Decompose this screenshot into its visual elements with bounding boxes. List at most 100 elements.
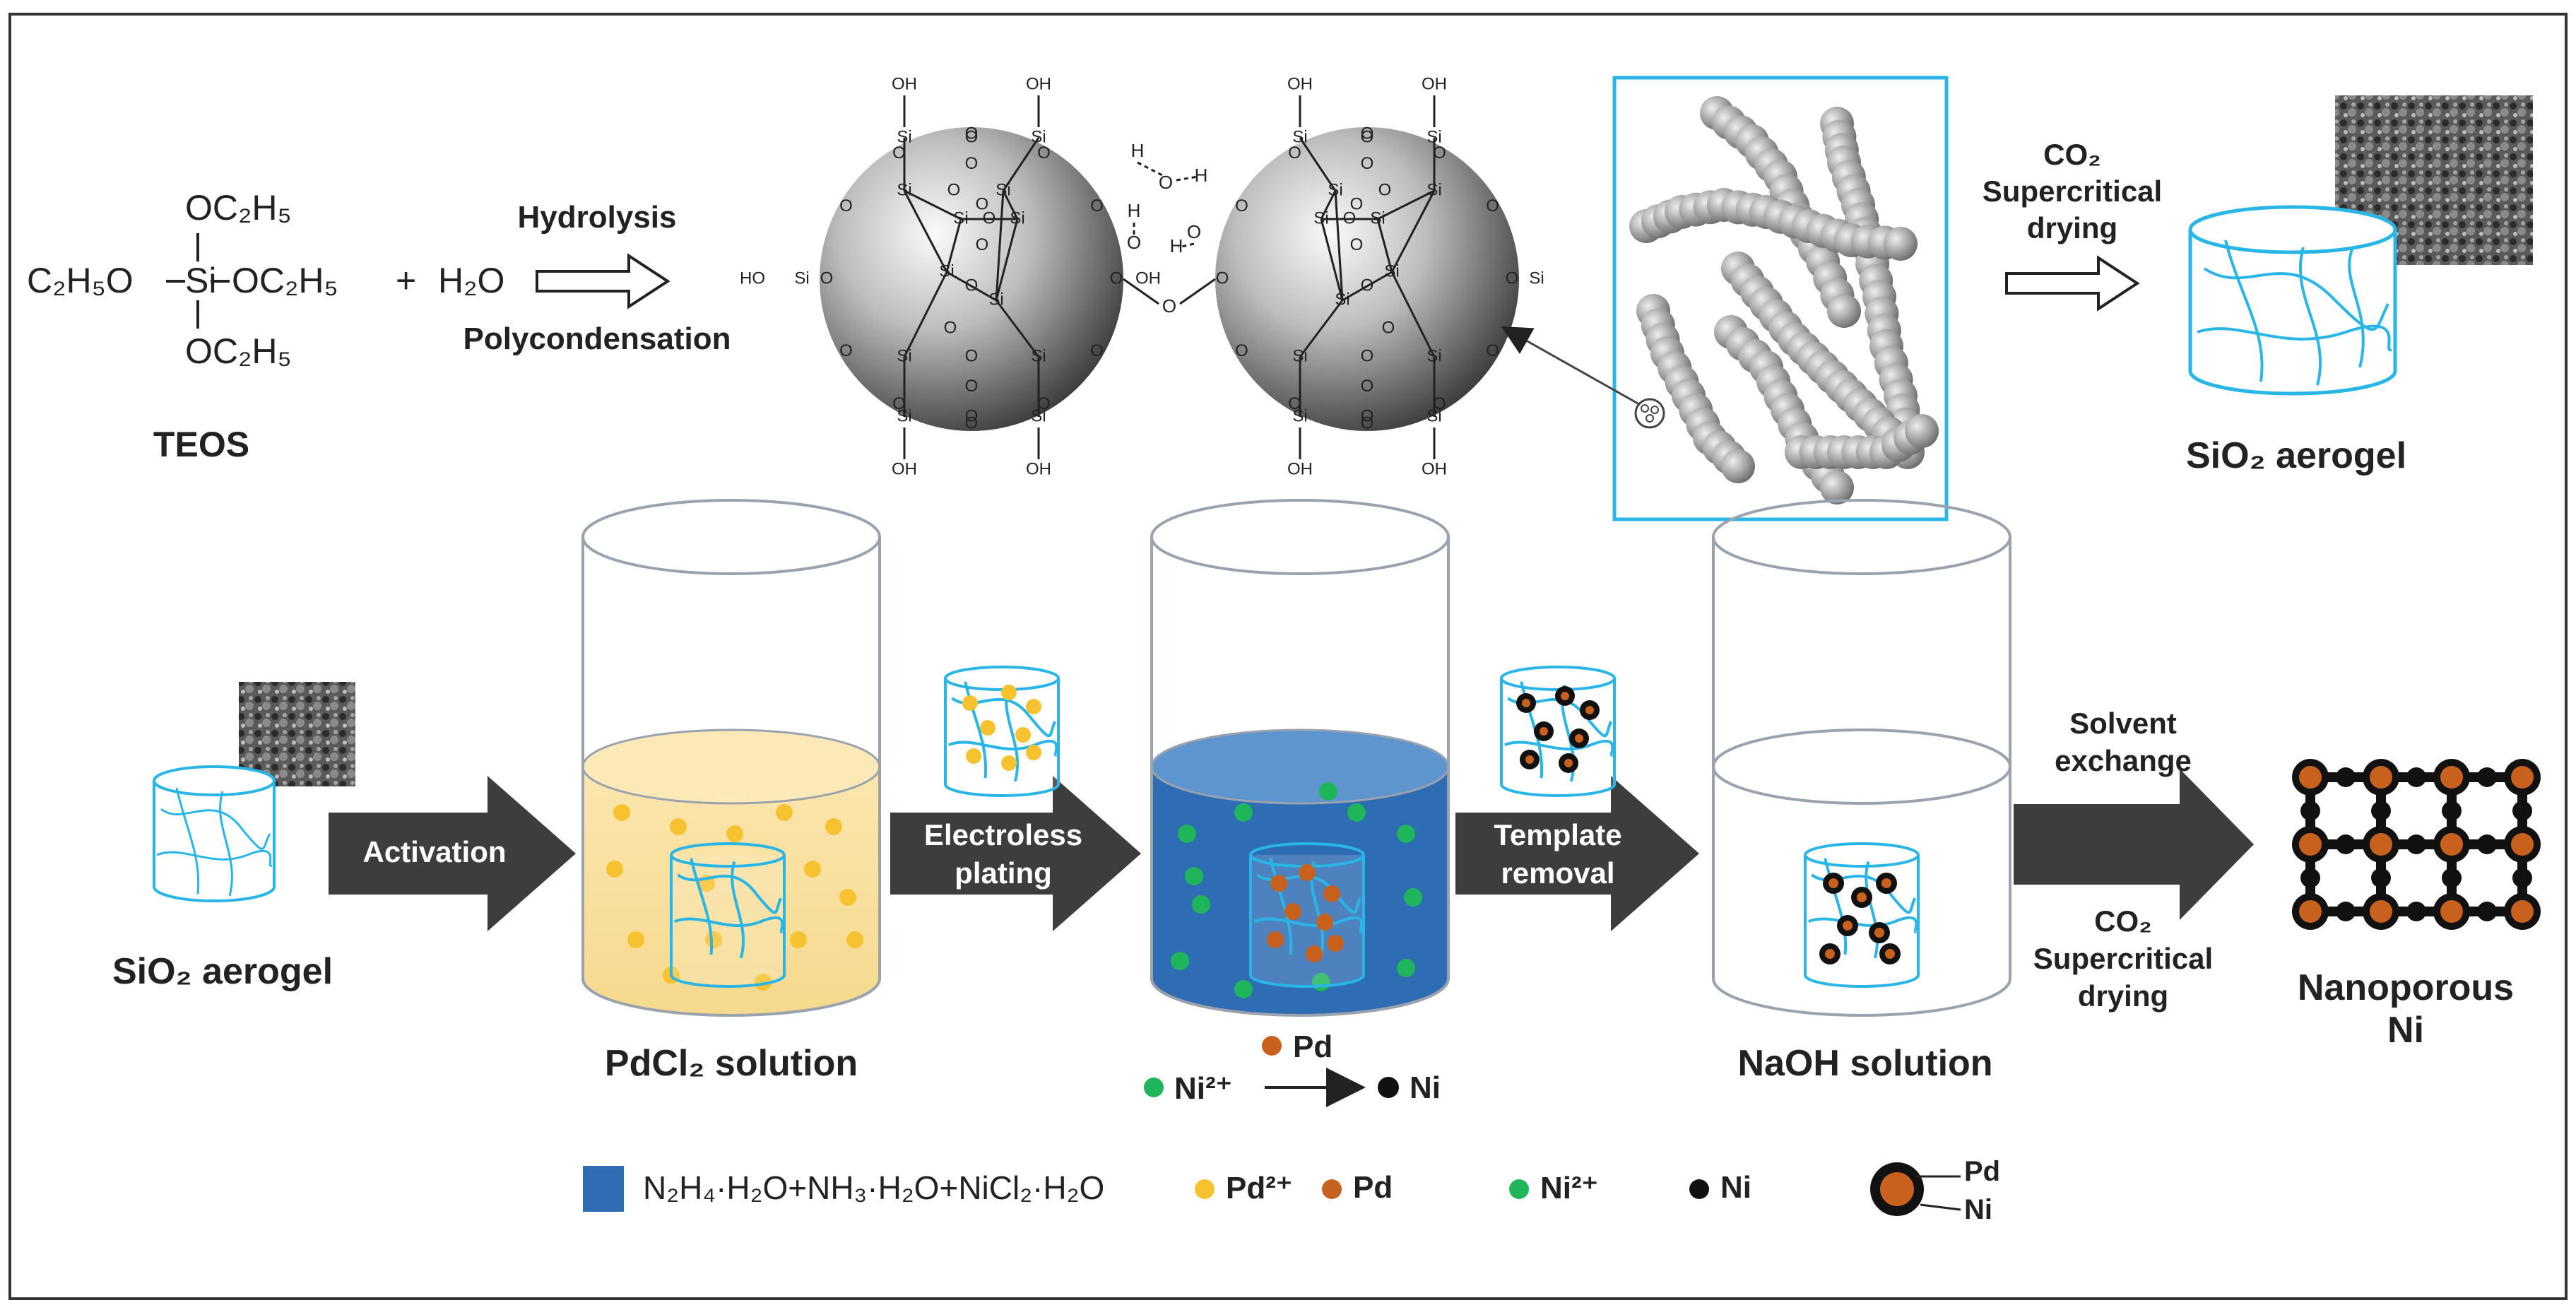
si-atom: Si xyxy=(953,208,968,228)
legend-pd-label: Pd xyxy=(1353,1170,1393,1205)
o-atom: O xyxy=(1159,172,1173,193)
water-formula: H₂O xyxy=(438,261,505,300)
drying2-label-1: CO₂ xyxy=(2094,904,2152,938)
drying2-label-3: drying xyxy=(2077,979,2169,1013)
oh-group: OH xyxy=(1135,269,1161,288)
legend-ni-dot xyxy=(1689,1179,1709,1199)
o-atom: O xyxy=(892,143,906,163)
ni-node xyxy=(2336,834,2356,854)
h-atom: H xyxy=(1131,140,1145,161)
legend-core-pd-label: Pd xyxy=(1964,1156,2001,1187)
silica-particle xyxy=(1827,294,1861,328)
ni-node xyxy=(2477,767,2497,787)
ni2-ion xyxy=(1192,895,1210,914)
pd2-ion xyxy=(839,889,856,906)
si-atom: Si xyxy=(1328,180,1342,199)
o-atom: O xyxy=(1361,346,1374,365)
si-atom: Si xyxy=(794,269,809,288)
start-aerogel-label: SiO₂ aerogel xyxy=(112,951,333,992)
pd-seed xyxy=(1316,914,1333,931)
pd-core xyxy=(1828,878,1838,888)
silica-particle xyxy=(1884,227,1918,261)
plating-label-2: plating xyxy=(955,856,1052,890)
zoom-pointer xyxy=(1501,326,1665,429)
oh-group: OH xyxy=(892,74,917,93)
si-atom: Si xyxy=(1426,127,1441,146)
reaction-ni: Ni xyxy=(1410,1070,1441,1105)
o-atom: O xyxy=(1382,318,1395,337)
o-atom: O xyxy=(1037,143,1051,163)
ni2-ion xyxy=(1234,803,1253,822)
nanoporous-label-1: Nanoporous xyxy=(2297,967,2515,1008)
o-atom: O xyxy=(976,235,989,254)
ni2-ion xyxy=(1397,825,1415,843)
o-atom: O xyxy=(1187,221,1201,242)
pd2-ion xyxy=(705,931,722,948)
si-atom: Si xyxy=(1292,127,1307,146)
teos-bottom-group: OC₂H₅ xyxy=(185,331,292,371)
naoh-beaker xyxy=(1712,499,2011,1017)
nanoporous-ni-grid xyxy=(2292,759,2541,930)
aerogel-cylinder xyxy=(944,666,1060,797)
o-atom: O xyxy=(1378,180,1392,199)
teos-right-group: OC₂H₅ xyxy=(232,261,338,300)
pd2-ion xyxy=(1001,755,1017,771)
silica-particle-right xyxy=(1215,127,1519,431)
pd-core xyxy=(2299,900,2322,923)
o-atom: O xyxy=(1235,341,1248,360)
reaction-ni2: Ni²⁺ xyxy=(1174,1071,1232,1106)
ni-node xyxy=(2477,834,2497,854)
reaction-pd: Pd xyxy=(1293,1029,1333,1064)
nanoporous-label-2: Ni xyxy=(2387,1010,2424,1051)
o-atom: O xyxy=(1162,295,1176,317)
o-atom: O xyxy=(965,127,979,146)
pd-core xyxy=(1564,759,1573,767)
pd2-ion xyxy=(1001,685,1017,700)
pd-core xyxy=(2511,833,2534,856)
teos-structure xyxy=(166,233,230,329)
plating-label-1: Electroless xyxy=(923,818,1083,851)
si-atom: Si xyxy=(988,290,1003,309)
legend-pd2-dot xyxy=(1195,1179,1215,1199)
hydrolysis-label: Hydrolysis xyxy=(517,200,677,235)
plating-beaker xyxy=(1150,499,1450,1017)
si-atom: Si xyxy=(897,346,911,365)
pd2-ion xyxy=(606,861,623,878)
si-atom: Si xyxy=(1335,290,1349,309)
o-atom: O xyxy=(1486,196,1499,216)
oh-group: OH xyxy=(1287,74,1313,93)
legend-pd-dot xyxy=(1322,1179,1342,1199)
aerogel-cylinder xyxy=(1500,666,1616,797)
pd-core xyxy=(1522,699,1530,707)
o-atom: O xyxy=(1350,194,1364,213)
silica-particle xyxy=(1905,414,1939,448)
o-atom: O xyxy=(1288,143,1301,163)
exchange-arrow xyxy=(2014,769,2254,920)
oh-group: OH xyxy=(1422,459,1447,478)
o-atom: O xyxy=(976,194,989,213)
ni2-ion xyxy=(1185,867,1203,885)
o-atom: O xyxy=(1433,143,1446,163)
pd-seed xyxy=(1284,903,1301,920)
ni2-ion xyxy=(1171,952,1189,970)
pd2-ion xyxy=(627,931,644,948)
oh-group: OH xyxy=(1422,74,1447,93)
ni-node xyxy=(2371,801,2391,821)
ni-node xyxy=(2300,868,2320,888)
ni-node xyxy=(2406,767,2426,787)
drying-label-1: CO₂ xyxy=(2043,138,2101,171)
pd-seed xyxy=(1267,931,1284,948)
si-atom: Si xyxy=(1292,346,1307,365)
pd-seed xyxy=(1306,945,1323,962)
h-atom: H xyxy=(1195,165,1208,186)
ni2-ion xyxy=(1404,888,1422,907)
pdcl2-beaker xyxy=(581,499,881,1017)
plus-sign: + xyxy=(396,261,417,300)
o-atom: O xyxy=(944,318,957,337)
ni-node xyxy=(2512,868,2532,888)
pd-core xyxy=(2511,766,2534,789)
o-atom: O xyxy=(965,346,979,365)
si-atom: Si xyxy=(1426,180,1441,199)
o-atom: O xyxy=(1361,154,1374,173)
